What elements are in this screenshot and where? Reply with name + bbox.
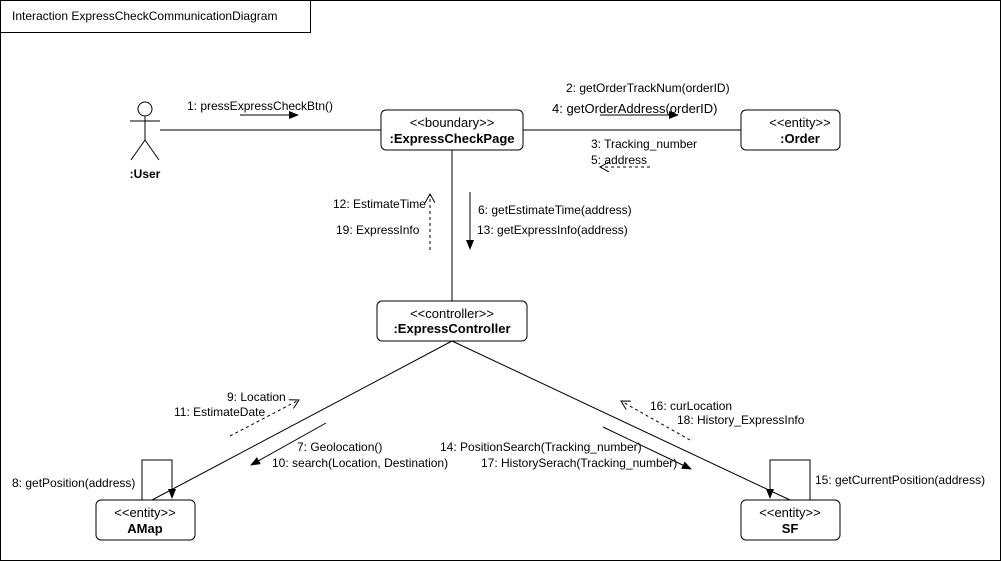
user-actor	[130, 101, 160, 161]
object-stereotype: <<entity>>	[114, 505, 175, 520]
object-box	[95, 499, 196, 541]
self-loop-sf	[766, 459, 811, 500]
object-name: AMap	[127, 521, 162, 536]
msg-17-label: 17: HistorySerach(Tracking_number)	[481, 456, 677, 470]
object-order[interactable]: <<entity>> :Order	[740, 109, 841, 151]
object-stereotype: <<boundary>>	[410, 115, 495, 130]
msg-10-label: 10: search(Location, Destination)	[272, 456, 448, 470]
arrow-msg-16-18	[621, 401, 691, 441]
msg-19-label: 19: ExpressInfo	[336, 223, 420, 237]
object-stereotype: <<entity>>	[759, 505, 820, 520]
msg-7-label: 7: Geolocation()	[297, 440, 382, 454]
self-loop-amap	[141, 459, 176, 500]
object-box	[740, 499, 841, 541]
msg-6-label: 6: getEstimateTime(address)	[478, 203, 632, 217]
actor-name: :User	[130, 167, 161, 181]
msg-3-label: 3: Tracking_number	[591, 137, 697, 151]
msg-15-label: 15: getCurrentPosition(address)	[815, 473, 985, 487]
object-stereotype: <<controller>>	[410, 306, 494, 321]
msg-1-label: 1: pressExpressCheckBtn()	[187, 99, 333, 113]
msg-8-label: 8: getPosition(address)	[12, 476, 135, 490]
object-name: SF	[782, 521, 799, 536]
msg-4-label: 4: getOrderAddress(orderID)	[552, 101, 717, 116]
object-express-controller[interactable]: <<controller>> :ExpressController	[376, 300, 528, 342]
msg-13-label: 13: getExpressInfo(address)	[477, 223, 628, 237]
arrow-msg-9-11	[229, 400, 299, 437]
object-amap[interactable]: <<entity>> AMap	[95, 499, 196, 541]
object-box	[380, 109, 524, 151]
actor-left-leg	[130, 139, 146, 161]
link-controller-amap	[151, 340, 453, 501]
object-name: :ExpressController	[393, 321, 510, 336]
msg-16-label: 16: curLocation	[650, 399, 732, 413]
msg-14-label: 14: PositionSearch(Tracking_number)	[440, 440, 642, 454]
link-controller-sf	[451, 340, 791, 501]
frame-title-tab	[0, 0, 311, 33]
msg-12-label: 12: EstimateTime	[333, 197, 426, 211]
arrow-msg-7-10	[250, 422, 327, 466]
arrow-msg-14-17	[602, 426, 692, 470]
msg-2-label: 2: getOrderTrackNum(orderID)	[566, 81, 730, 95]
object-name: :Order	[780, 131, 820, 146]
actor-head	[137, 101, 153, 117]
object-box	[740, 109, 841, 151]
object-sf[interactable]: <<entity>> SF	[740, 499, 841, 541]
msg-9-label: 9: Location	[227, 390, 286, 404]
msg-18-label: 18: History_ExpressInfo	[677, 413, 805, 427]
object-name: :ExpressCheckPage	[389, 131, 514, 146]
object-box	[376, 300, 528, 342]
actor-right-leg	[144, 139, 160, 161]
msg-5-label: 5: address	[591, 153, 647, 167]
object-stereotype: <<entity>>	[769, 115, 830, 130]
msg-11-label: 11: EstimateDate	[174, 405, 265, 419]
object-express-check-page[interactable]: <<boundary>> :ExpressCheckPage	[380, 109, 524, 151]
frame-title: Interaction ExpressCheckCommunicationDia…	[12, 9, 277, 23]
